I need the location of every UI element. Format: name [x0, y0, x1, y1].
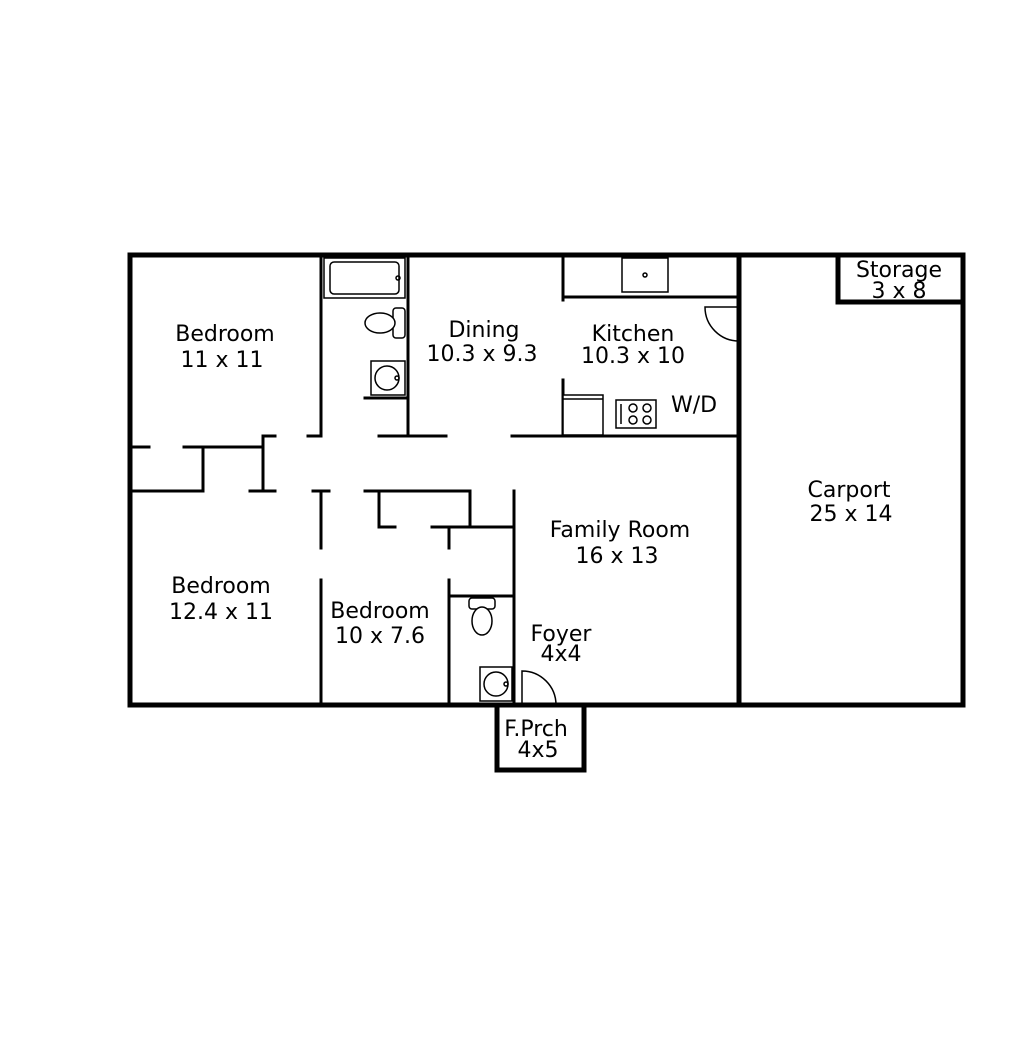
sink-icon	[370, 360, 406, 396]
room-label-carport: Carport	[808, 478, 891, 503]
room-label-storage: Storage	[856, 258, 942, 283]
room-size-family-room: 16 x 13	[576, 544, 659, 569]
room-size-carport: 25 x 14	[810, 502, 893, 527]
room-label-bedroom-1: Bedroom	[175, 322, 275, 347]
room-label-bedroom-3: Bedroom	[330, 599, 430, 624]
room-size-dining: 10.3 x 9.3	[427, 342, 538, 367]
room-size-bedroom-2: 12.4 x 11	[169, 600, 273, 625]
stove-icon	[615, 399, 657, 429]
room-size-front-porch: 4x5	[517, 738, 558, 763]
bathtub-icon	[323, 257, 406, 299]
room-label-kitchen: Kitchen	[592, 322, 675, 347]
front-door-icon	[521, 670, 557, 706]
room-label-wd: W/D	[671, 393, 717, 418]
kitchen-sink-icon	[621, 257, 669, 293]
room-size-kitchen: 10.3 x 10	[581, 344, 685, 369]
room-size-bedroom-1: 11 x 11	[181, 348, 264, 373]
room-size-bedroom-3: 10 x 7.6	[335, 624, 425, 649]
room-size-foyer: 4x4	[540, 642, 581, 667]
room-labels: Bedroom 11 x 11 Dining 10.3 x 9.3 Kitche…	[169, 258, 942, 763]
fixtures	[323, 257, 669, 702]
room-label-bedroom-2: Bedroom	[171, 574, 271, 599]
toilet-icon	[364, 307, 406, 339]
room-label-foyer: Foyer	[531, 622, 593, 647]
room-label-dining: Dining	[448, 318, 519, 343]
exterior-walls	[127, 252, 966, 773]
room-label-family-room: Family Room	[550, 518, 690, 543]
toilet-icon	[468, 597, 496, 636]
carport-door-icon	[704, 306, 740, 342]
interior-walls	[128, 253, 741, 707]
refrigerator-icon	[562, 394, 604, 436]
room-size-storage: 3 x 8	[872, 279, 927, 304]
doors	[521, 306, 740, 706]
room-label-front-porch: F.Prch	[504, 717, 568, 742]
sink-icon	[479, 666, 513, 702]
